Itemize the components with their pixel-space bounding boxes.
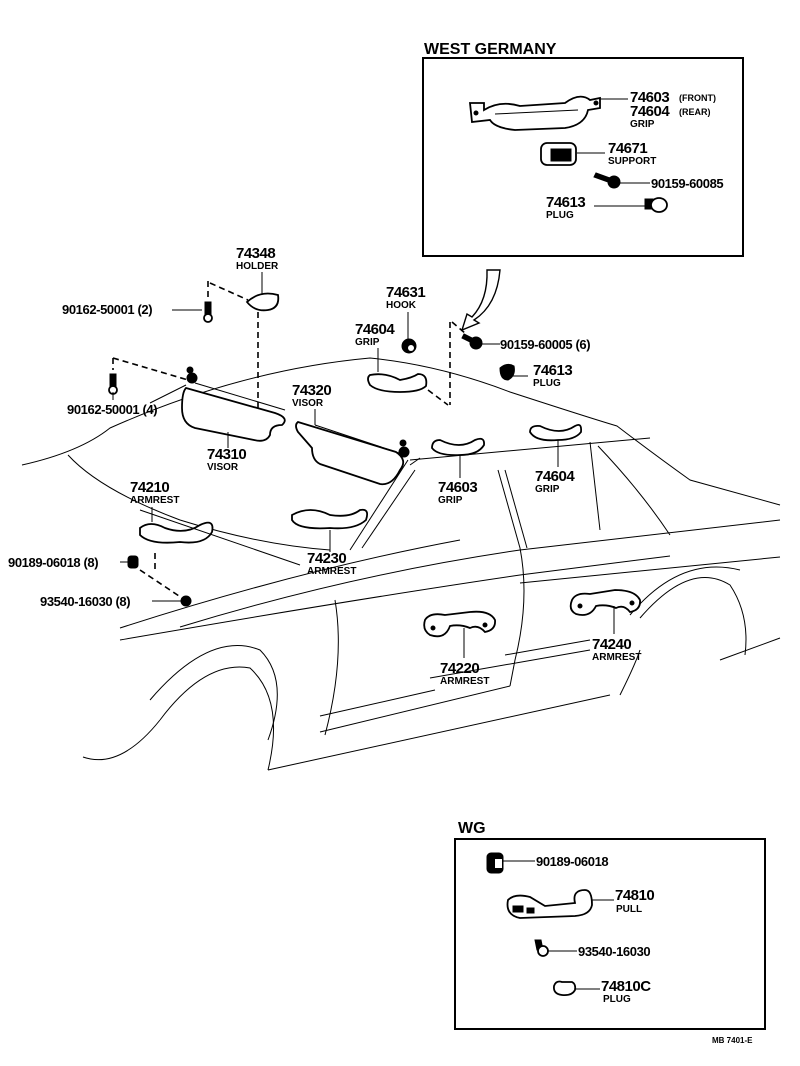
wg-inset: WG 90189-06018 74810 PULL 93540-16030 74… bbox=[454, 820, 766, 1030]
callout-arrow bbox=[460, 269, 501, 332]
part-name-plug-wg: PLUG bbox=[603, 994, 631, 1005]
part-name-plug-main: PLUG bbox=[533, 378, 561, 389]
part-number-74320: 74320 bbox=[292, 382, 331, 399]
part-number-90162-50001-4: 90162-50001 (4) bbox=[67, 402, 157, 417]
grip-front-icon bbox=[431, 437, 485, 457]
screw-icon bbox=[180, 595, 192, 607]
part-number-74613: 74613 bbox=[546, 194, 585, 211]
screw-icon bbox=[203, 301, 213, 323]
pull-icon bbox=[506, 889, 593, 919]
part-number-74230: 74230 bbox=[307, 550, 346, 567]
leader-line bbox=[139, 509, 301, 566]
nut-icon bbox=[127, 555, 139, 569]
part-number-93540-16030-8: 93540-16030 (8) bbox=[40, 594, 130, 609]
part-number-90189-06018-8: 90189-06018 (8) bbox=[8, 555, 98, 570]
qualifier-rear: (REAR) bbox=[679, 107, 711, 117]
part-number-74810: 74810 bbox=[615, 887, 654, 904]
part-name-visor-right: VISOR bbox=[292, 398, 324, 409]
part-name-plug: PLUG bbox=[546, 210, 574, 221]
support-icon bbox=[540, 142, 577, 166]
dashed-guide bbox=[207, 281, 249, 301]
grip-icon bbox=[469, 95, 601, 131]
wg-frame bbox=[454, 838, 766, 1030]
screw-icon bbox=[108, 373, 118, 395]
part-name-armrest-74220: ARMREST bbox=[440, 676, 489, 687]
part-number-90159-60005-6: 90159-60005 (6) bbox=[500, 337, 590, 352]
part-name-visor-left: VISOR bbox=[207, 462, 239, 473]
part-name-armrest-74240: ARMREST bbox=[592, 652, 641, 663]
part-number-74604: 74604 bbox=[630, 103, 670, 120]
part-number-74220: 74220 bbox=[440, 660, 479, 677]
part-name-grip-rear: GRIP bbox=[535, 484, 560, 495]
part-number-74613-main: 74613 bbox=[533, 362, 572, 379]
part-number-74210: 74210 bbox=[130, 479, 169, 496]
visor-clip-icon bbox=[398, 439, 410, 458]
part-name-grip-roof: GRIP bbox=[355, 337, 380, 348]
leader-line bbox=[361, 469, 416, 549]
nut-icon bbox=[486, 852, 504, 874]
car-body-outline bbox=[21, 357, 781, 771]
part-name-armrest-74230: ARMREST bbox=[307, 566, 356, 577]
part-number-74604-rear: 74604 bbox=[535, 468, 575, 485]
plug-icon bbox=[499, 363, 515, 381]
screw-icon bbox=[461, 333, 483, 350]
visor-clip-icon bbox=[186, 366, 198, 384]
part-number-74631: 74631 bbox=[386, 284, 425, 301]
part-number-90162-50001-2: 90162-50001 (2) bbox=[62, 302, 152, 317]
part-number-90159-60085: 90159-60085 bbox=[651, 176, 723, 191]
screw-icon bbox=[593, 172, 621, 189]
part-number-74604-roof: 74604 bbox=[355, 321, 395, 338]
part-name-hook: HOOK bbox=[386, 300, 417, 311]
holder-icon bbox=[245, 292, 280, 312]
part-number-74240: 74240 bbox=[592, 636, 631, 653]
armrest-74220-icon bbox=[423, 610, 496, 638]
part-name-armrest-74210: ARMREST bbox=[130, 495, 179, 506]
dashed-guide bbox=[451, 321, 467, 335]
part-number-74671: 74671 bbox=[608, 140, 647, 157]
west-germany-title: WEST GERMANY bbox=[424, 41, 557, 58]
visor-right-icon bbox=[295, 421, 405, 486]
screw-icon bbox=[534, 939, 549, 957]
plug-icon bbox=[644, 197, 668, 213]
part-name-support: SUPPORT bbox=[608, 156, 656, 167]
part-name-holder: HOLDER bbox=[236, 261, 279, 272]
plug-icon bbox=[553, 980, 577, 997]
part-name-pull: PULL bbox=[616, 904, 642, 915]
wg-title: WG bbox=[458, 820, 486, 837]
leader-line bbox=[349, 459, 409, 551]
part-number-74310: 74310 bbox=[207, 446, 246, 463]
dashed-guide bbox=[112, 357, 189, 381]
part-name-grip: GRIP bbox=[630, 119, 655, 130]
dashed-guide bbox=[139, 569, 183, 599]
part-name-grip-front: GRIP bbox=[438, 495, 463, 506]
qualifier-front: (FRONT) bbox=[679, 93, 716, 103]
part-number-74348: 74348 bbox=[236, 245, 275, 262]
leader-line bbox=[149, 384, 187, 404]
armrest-74230-icon bbox=[291, 508, 369, 530]
part-number-74810C: 74810C bbox=[601, 978, 651, 995]
visor-rod bbox=[314, 424, 406, 456]
grip-roof-icon bbox=[367, 373, 428, 393]
part-number-74603: 74603 bbox=[630, 89, 669, 106]
part-number-74603: 74603 bbox=[438, 479, 477, 496]
hook-icon bbox=[401, 338, 417, 354]
grip-rear-icon bbox=[529, 423, 583, 442]
west-germany-frame bbox=[422, 57, 744, 257]
drawing-code: MB 7401-E bbox=[712, 1036, 753, 1045]
part-number-90189-06018: 90189-06018 bbox=[536, 854, 608, 869]
part-number-93540-16030: 93540-16030 bbox=[578, 944, 650, 959]
armrest-74240-icon bbox=[569, 589, 641, 616]
dashed-guide bbox=[427, 389, 449, 406]
armrest-74210-icon bbox=[139, 521, 214, 544]
visor-left-icon bbox=[181, 386, 286, 442]
west-germany-inset: WEST GERMANY 74603 (FRONT) 74604 (REAR) … bbox=[422, 41, 744, 257]
visor-rod bbox=[194, 382, 286, 411]
